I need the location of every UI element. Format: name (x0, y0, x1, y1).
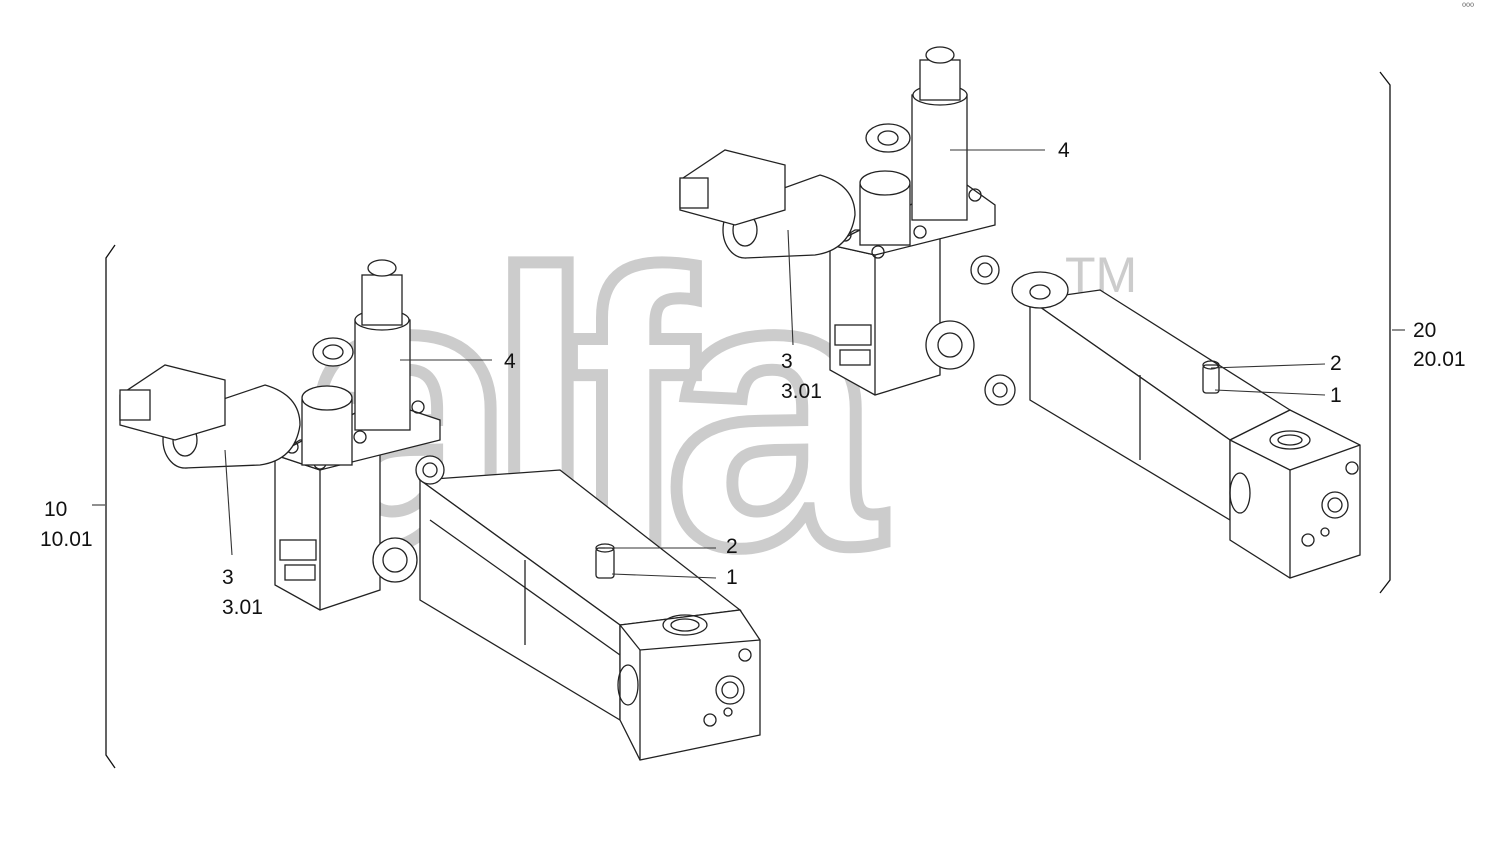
group-sublabel-20-01: 20.01 (1413, 348, 1466, 371)
assembly-10-drawing (119, 259, 761, 761)
assembly-20-drawing (679, 46, 1361, 579)
callout-4-right: 4 (1058, 139, 1070, 162)
group-sublabel-10-01: 10.01 (40, 528, 93, 551)
leader-lines (92, 149, 1405, 579)
group-label-10: 10 (44, 498, 68, 521)
group-brackets (105, 71, 1391, 769)
callout-3-01-right: 3.01 (781, 380, 822, 403)
callout-4-left: 4 (504, 350, 516, 373)
corner-mark: ⁰⁰⁰ (1462, 2, 1475, 13)
callout-3-left: 3 (222, 566, 234, 589)
callout-3-01-left: 3.01 (222, 596, 263, 619)
callout-2-right: 2 (1330, 352, 1342, 375)
callout-1-left: 1 (726, 566, 738, 589)
callout-1-right: 1 (1330, 384, 1342, 407)
bracket-right (1379, 71, 1391, 594)
callout-2-left: 2 (726, 535, 738, 558)
bracket-left (105, 244, 116, 769)
callout-3-right: 3 (781, 350, 793, 373)
group-label-20: 20 (1413, 319, 1437, 342)
